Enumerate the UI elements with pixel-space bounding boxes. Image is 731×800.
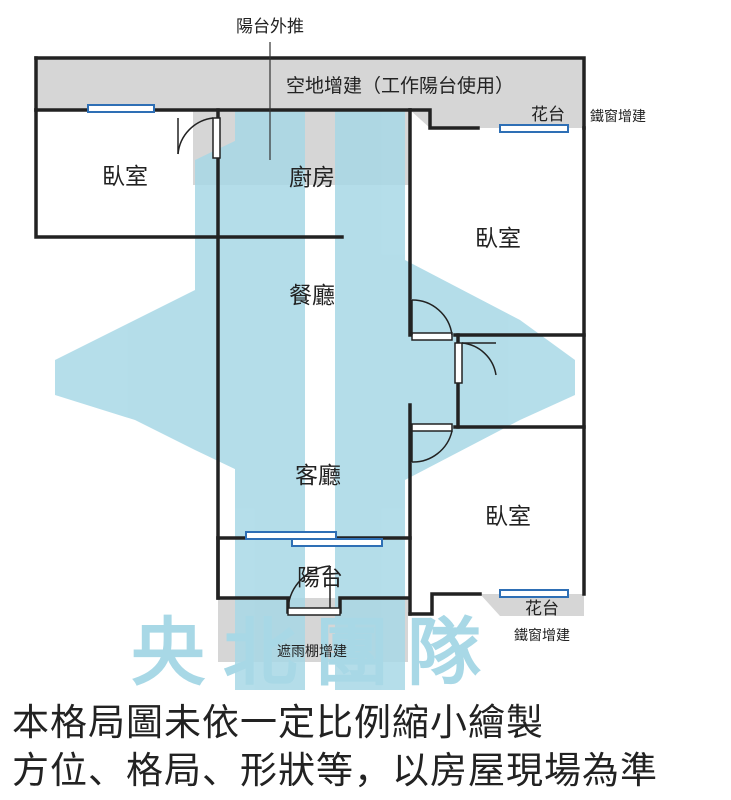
wall-left-bedroom — [34, 108, 344, 239]
wall-bottom-right — [408, 592, 482, 616]
label-balcony: 陽台 — [297, 565, 343, 591]
window-balcony-2 — [291, 538, 383, 547]
door-right-bottom — [411, 423, 453, 463]
watermark-text: 央北團隊 — [131, 610, 499, 696]
watermark-hex-right — [405, 260, 575, 480]
window-right-top — [499, 124, 569, 133]
label-iron-window-bottom: 鐵窗增建 — [514, 627, 570, 644]
window-left-bedroom — [87, 104, 155, 113]
label-bedroom-right-bottom: 臥室 — [485, 504, 531, 530]
disclaimer-line-2: 方位、格局、形狀等，以房屋現場為準 — [12, 749, 658, 792]
window-balcony-1 — [245, 531, 337, 540]
label-iron-window-top: 鐵窗增建 — [590, 108, 646, 125]
wall-outer-top — [34, 56, 586, 130]
label-rain-shelter: 遮雨棚增建 — [277, 644, 347, 660]
labels: 陽台外推 空地增建（工作陽台使用） 花台 鐵窗增建 臥室 廚房 臥室 餐廳 客廳… — [102, 17, 646, 660]
open-extension-area — [36, 58, 584, 128]
disclaimer-line-1: 本格局圖未依一定比例縮小繪製 — [12, 701, 544, 744]
label-living: 客廳 — [295, 463, 341, 489]
door-left-bedroom — [177, 117, 221, 159]
label-kitchen: 廚房 — [289, 165, 335, 191]
door-right-top — [411, 299, 453, 341]
wall-right-top-room — [408, 108, 480, 130]
flower-bed-top-area — [478, 110, 584, 128]
label-flower-bed-top: 花台 — [531, 105, 565, 125]
label-flower-bed-bottom: 花台 — [525, 599, 559, 619]
flower-bed-bottom-area — [480, 594, 584, 616]
door-closet — [454, 342, 497, 384]
doors — [177, 117, 497, 616]
watermark-bar-right — [335, 110, 405, 690]
label-bedroom-left: 臥室 — [102, 164, 148, 190]
door-balcony — [287, 565, 341, 616]
windows — [87, 104, 569, 598]
label-open-extension: 空地增建（工作陽台使用） — [286, 75, 514, 97]
label-dining: 餐廳 — [289, 283, 335, 309]
window-right-bottom — [499, 589, 569, 598]
watermark-bar-left — [235, 110, 305, 690]
label-balcony-push: 陽台外推 — [236, 17, 304, 37]
label-bedroom-right-top: 臥室 — [475, 226, 521, 252]
